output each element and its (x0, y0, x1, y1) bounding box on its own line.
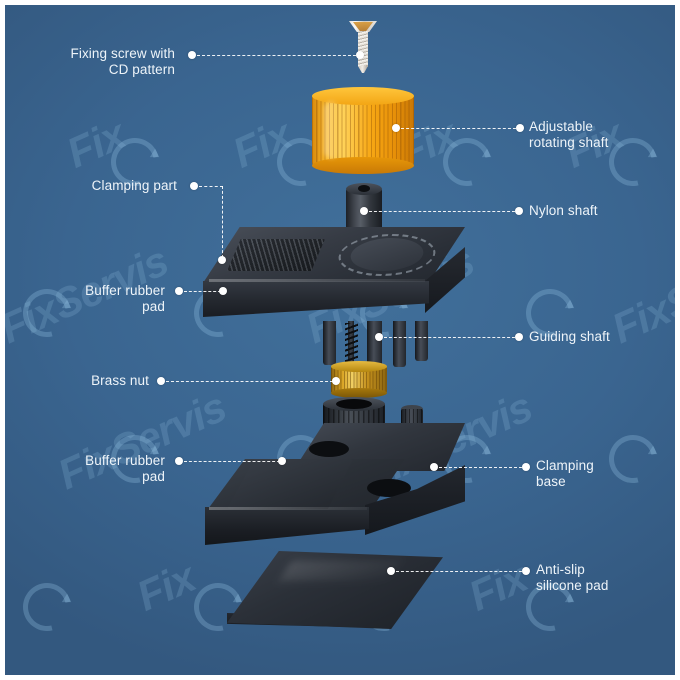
circular-arrow-icon (433, 128, 501, 196)
callout-dot-buffer-pad-lower-text (175, 457, 183, 465)
callout-dot-clamping-part-text (190, 182, 198, 190)
callout-line-buffer-pad-lower (184, 461, 280, 462)
brass-nut-top-face (331, 361, 387, 372)
adjustable-rotating-shaft-part (312, 87, 414, 175)
callout-dot-buffer-pad-upper-text (175, 287, 183, 295)
brass-nut-bottom-face (331, 388, 387, 398)
callout-dot-guiding-shaft-part (375, 333, 383, 341)
callout-line-clamping-part-v (222, 186, 223, 258)
label-anti-slip-silicone-pad: Anti-slip silicone pad (536, 562, 609, 593)
callout-dot-clamping-part-target (218, 256, 226, 264)
watermark-text: Fix (59, 110, 132, 177)
callout-dot-guiding-shaft-text (515, 333, 523, 341)
guiding-post (415, 321, 428, 361)
callout-line-fixing-screw (197, 55, 356, 56)
label-brass-nut: Brass nut (91, 373, 149, 388)
anti-slip-silicone-pad-part (227, 551, 443, 647)
callout-dot-clamping-base-text (522, 463, 530, 471)
callout-dot-rotating-shaft-text (516, 124, 524, 132)
callout-line-guiding-shaft (384, 337, 515, 338)
spring-coil (345, 323, 358, 363)
label-buffer-rubber-pad-upper: Buffer rubber pad (85, 283, 165, 314)
base-bore-front (367, 479, 411, 497)
callout-line-rotating-shaft (401, 128, 516, 129)
base-front-face (205, 507, 369, 545)
nylon-shaft-bore (358, 185, 370, 192)
watermark-text: Fix (225, 110, 298, 177)
callout-line-brass-nut (166, 381, 333, 382)
screw-thread (358, 31, 368, 67)
callout-dot-nylon-shaft-part (360, 207, 368, 215)
callout-dot-nylon-shaft-text (515, 207, 523, 215)
knob-top-face (312, 87, 414, 105)
callout-dot-brass-nut-text (157, 377, 165, 385)
screw-head-cone (353, 22, 373, 31)
callout-line-clamping-base (439, 467, 522, 468)
clamping-part-body (203, 227, 465, 337)
callout-line-silicone-pad (396, 571, 522, 572)
callout-dot-buffer-pad-lower-part (278, 457, 286, 465)
callout-dot-fixing-screw-part (356, 51, 364, 59)
guiding-shafts-part (323, 321, 441, 383)
brass-nut-part (331, 361, 387, 399)
callout-dot-silicone-pad-text (522, 567, 530, 575)
knob-highlight (324, 101, 340, 159)
silicone-pad-highlight (279, 561, 401, 581)
label-fixing-screw: Fixing screw with CD pattern (70, 46, 175, 77)
label-adjustable-rotating-shaft: Adjustable rotating shaft (529, 119, 609, 150)
label-guiding-shaft: Guiding shaft (529, 329, 610, 344)
callout-dot-silicone-pad-part (387, 567, 395, 575)
screw-tip (358, 66, 368, 73)
callout-dot-buffer-pad-upper-part (219, 287, 227, 295)
circular-arrow-icon (13, 573, 81, 641)
base-edge-highlight (209, 507, 367, 510)
label-nylon-shaft: Nylon shaft (529, 203, 598, 218)
watermark-text: Fix (129, 553, 202, 620)
clamping-part-edge-highlight (209, 279, 425, 282)
callout-dot-brass-nut-part (332, 377, 340, 385)
callout-line-nylon-shaft (369, 211, 515, 212)
label-clamping-part: Clamping part (91, 178, 177, 193)
fixing-screw-part (349, 21, 377, 73)
callout-line-clamping-part-h (199, 186, 223, 187)
knob-bottom-face (312, 157, 414, 174)
label-clamping-base: Clamping base (536, 458, 594, 489)
clamping-base-part (205, 423, 465, 549)
base-bore-rear (309, 441, 349, 457)
label-buffer-rubber-pad-lower: Buffer rubber pad (85, 453, 165, 484)
callout-line-buffer-pad-upper (184, 291, 221, 292)
watermark-text: Fix (461, 553, 534, 620)
clamping-part-front-face (203, 281, 429, 317)
callout-dot-rotating-shaft-part (392, 124, 400, 132)
guiding-post (323, 321, 336, 365)
guiding-post (393, 321, 406, 367)
collar-bore (336, 399, 372, 409)
diagram-panel: Fix Fix Fix Fix FixServis FixServis FixS… (5, 5, 675, 675)
buffer-rubber-pad-upper (227, 239, 325, 271)
callout-dot-fixing-screw-text (188, 51, 196, 59)
callout-dot-clamping-base-part (430, 463, 438, 471)
